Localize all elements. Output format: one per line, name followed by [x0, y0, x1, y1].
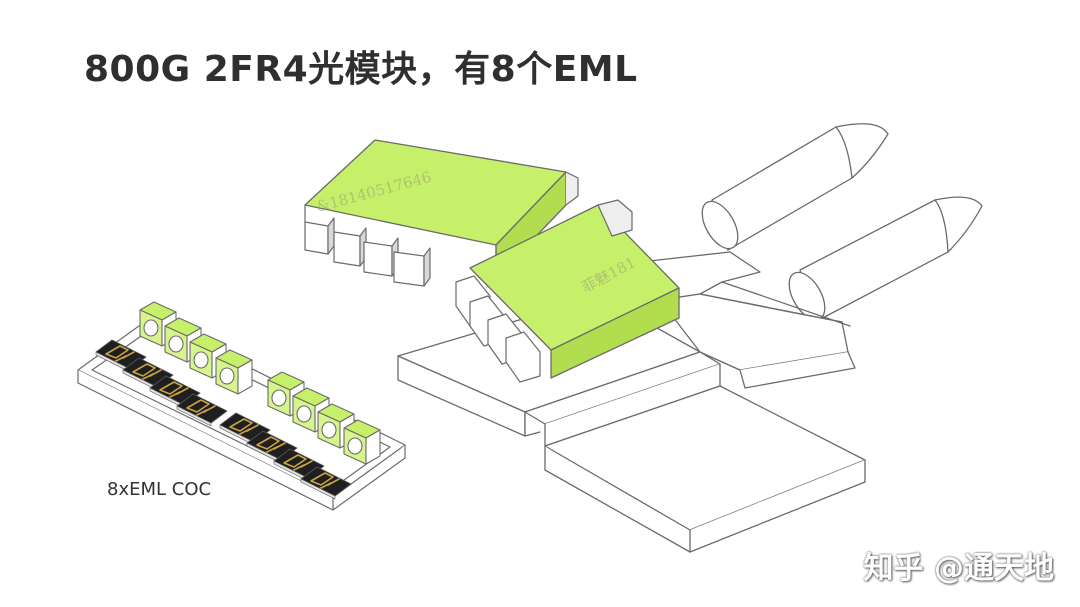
slide-title: 800G 2FR4光模块，有8个EML	[84, 49, 638, 90]
lens-ports-lower	[455, 199, 633, 383]
lens-cube	[215, 349, 253, 395]
lens-cube	[317, 403, 355, 449]
lens-ports-upper	[304, 171, 579, 287]
zhihu-watermark: 知乎 @通天地	[863, 551, 1054, 586]
optical-module-lower: 菲魅181	[455, 199, 680, 383]
ferrule-upper	[701, 123, 889, 251]
optical-module-upper: &18140517646	[304, 139, 579, 287]
eml-chip	[176, 393, 228, 427]
eml-chips	[95, 339, 352, 500]
coc-label: 8xEML COC	[107, 479, 212, 500]
fiber-ferrules	[701, 123, 983, 323]
eml-chip	[300, 466, 352, 500]
lens-cube	[292, 387, 330, 433]
lens-cube	[343, 419, 381, 465]
coc-carrier	[77, 317, 406, 511]
ferrule-lower	[788, 196, 983, 323]
lens-cubes	[139, 301, 381, 465]
